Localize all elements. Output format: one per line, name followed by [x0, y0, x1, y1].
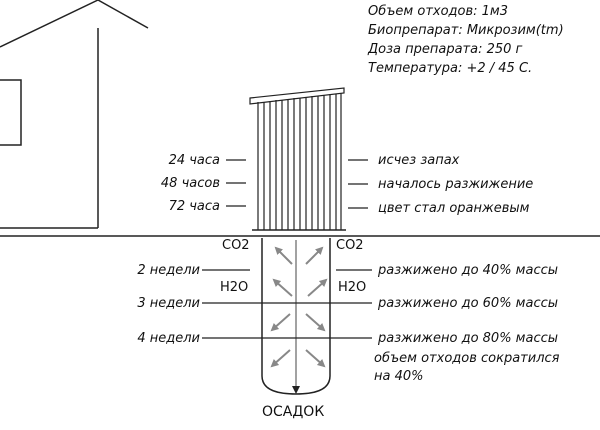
time-24h: 24 часа [168, 153, 220, 168]
event-liquefaction-started: началось разжижение [378, 177, 534, 192]
time-72h: 72 часа [168, 199, 220, 214]
week-3: 3 недели [137, 296, 200, 311]
event-smell-gone: исчез запах [378, 153, 460, 168]
pit-arrows [270, 246, 328, 368]
house-roof-left [0, 0, 99, 48]
waste-pit [261, 238, 331, 395]
info-dose: Доза препарата: 250 г [368, 42, 523, 57]
week-4: 4 недели [137, 331, 200, 346]
sediment-label: ОСАДОК [262, 404, 325, 420]
gas-h2o-right: H2O [338, 280, 367, 295]
info-temperature: Температура: +2 / 45 С. [368, 61, 533, 76]
volume-reduced-line2: на 40% [374, 369, 424, 384]
info-volume: Объем отходов: 1м3 [368, 4, 509, 19]
liquefied-60: разжижено до 60% массы [378, 296, 559, 311]
liquefied-40: разжижено до 40% массы [378, 263, 559, 278]
leader-lines [202, 159, 372, 339]
time-48h: 48 часов [160, 176, 220, 191]
house-window [0, 79, 22, 146]
outhouse [249, 87, 346, 231]
house [0, 0, 149, 229]
liquefied-80: разжижено до 80% массы [378, 331, 559, 346]
week-2: 2 недели [137, 263, 200, 278]
volume-reduced-line1: объем отходов сократился [374, 351, 560, 366]
gas-h2o-left: H2O [220, 280, 249, 295]
outhouse-roof [249, 87, 345, 105]
info-product: Биопрепарат: Микрозим(tm) [368, 23, 564, 38]
event-orange-color: цвет стал оранжевым [378, 201, 530, 216]
gas-co2-left: CO2 [222, 238, 250, 253]
house-roof-right [97, 0, 149, 29]
gas-co2-right: CO2 [336, 238, 364, 253]
